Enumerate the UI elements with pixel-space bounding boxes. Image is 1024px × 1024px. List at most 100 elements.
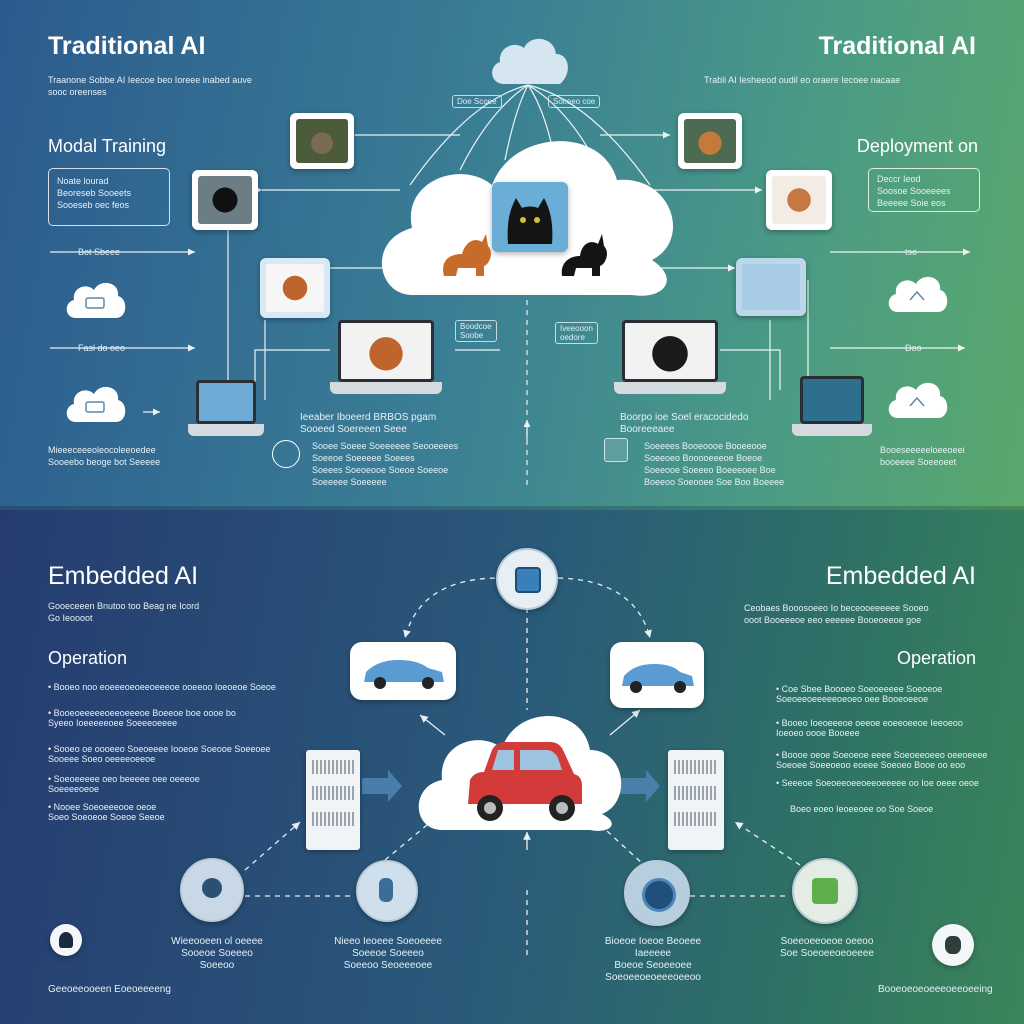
cloud-icon xyxy=(66,386,126,422)
bullet-text: Soeoeeeee oeo beeeee oee oeeeoe Soeeeeoe… xyxy=(48,774,200,794)
center-tag-left: Boodcoe Soobe xyxy=(455,320,497,342)
laptop-icon xyxy=(792,376,872,436)
footer-left: Geeoeeooeen Eoeoeeeeng xyxy=(48,984,171,995)
bullet-text: Coe Sbee Boooeo Soeoeeeee Soeoeoe Soeoee… xyxy=(776,684,943,704)
cloud-icon xyxy=(888,276,948,312)
deployment-label: Deployment on xyxy=(856,136,978,156)
red-car-icon xyxy=(468,742,582,821)
bottom-left-caption: Mieeeceeeoleocoleeoedee Sooeebo beoge bo… xyxy=(48,445,161,467)
embedded-intro-left: Gooeceeen Bnutoo too Beag ne Icord Go Ie… xyxy=(48,601,200,623)
bullet-dot: • xyxy=(48,682,52,692)
bullet-dot: • xyxy=(48,774,52,784)
footer-right: Booeoeoeoeeeoeeoeeing xyxy=(878,984,993,995)
bullet-dot: • xyxy=(48,744,52,754)
operation-label-right: Operation xyxy=(896,648,976,668)
orange-cat-photo-icon xyxy=(266,264,324,312)
center-right-list: Soeeees Booeoooe Booeeooe Soeeoeo Booooe… xyxy=(644,441,785,487)
laptop-icon xyxy=(330,320,442,394)
caption-android: Soeeoeeoeoe oeeoo Soe Soeoeeoeoeeee xyxy=(780,936,874,959)
bullet-dot: • xyxy=(48,708,52,718)
model-training-label: Modal Training xyxy=(48,136,167,156)
bullet-text: Boooe oeoe Soeoeoe eeee Soeoeeoeeo oeeoe… xyxy=(776,750,988,770)
black-cat-icon xyxy=(561,234,607,276)
traditional-intro-left: Traanone Sobbe AI Ieecoe beo Ioreee inab… xyxy=(48,75,252,97)
chip-icon xyxy=(496,548,558,610)
caption-sensor: Nieeo Ieoeee Soeoeeee Soeeoe Soeeeo Soee… xyxy=(334,936,442,971)
center-left-caption: Ieeaber Iboeerd BRBOS pgam Sooeed Soeree… xyxy=(300,412,437,435)
cloud-icon xyxy=(888,382,948,418)
bottom-right-caption: Booeseeeeeloeeoeei booeeee Soeeoeet xyxy=(880,445,965,467)
top-cloud-icon xyxy=(492,38,568,84)
bullet-text: Booeoeeeeeoeeoeeeoe Boeeoe boe oooe bo S… xyxy=(48,708,236,728)
embedded-ai-panel: Embedded AI Embedded AI Gooeceeen Bnutoo… xyxy=(0,510,1024,1024)
bullet-text: Nooee Soeoeeeooe oeoe Soeo Soeoeoe Soeoe… xyxy=(48,802,165,822)
central-cat-frame xyxy=(492,182,568,252)
bullet-dot: • xyxy=(776,718,780,728)
deployment-info-text: Deccr Ieod Soosoe Sooeeees Beeeee Soie e… xyxy=(877,174,951,208)
bullet-dot: • xyxy=(776,750,780,760)
traditional-title-left: Traditional AI xyxy=(48,32,206,60)
server-icon xyxy=(306,750,360,850)
center-right-caption: Boorpo ioe Soel eracocidedo Booreeeaee xyxy=(620,412,749,435)
operation-label-left: Operation xyxy=(48,648,128,668)
panel-divider xyxy=(0,506,1024,512)
document-icon xyxy=(604,438,628,462)
cat-photo-frame-2 xyxy=(192,170,258,230)
car-photo-frame-right xyxy=(610,642,704,708)
embedded-title-right: Embedded AI xyxy=(825,562,976,590)
deployment-info-box: Deccr Ieod Soosoe Sooeeees Beeeee Soie e… xyxy=(868,168,980,212)
traditional-title-right: Traditional AI xyxy=(818,32,976,60)
cat-photo-frame-4 xyxy=(678,113,742,169)
bullet-dot: • xyxy=(776,778,780,788)
laptop-icon xyxy=(188,380,264,436)
cat-photo-frame-1 xyxy=(290,113,354,169)
flow-left-label-2: Fasl do oeo xyxy=(78,343,126,353)
processor-icon xyxy=(624,860,690,926)
robot-icon xyxy=(180,858,244,922)
car-icon xyxy=(622,664,694,693)
training-info-text: Noate lourad Beoreseb Sooeets Sooeseb oe… xyxy=(57,176,132,210)
embedded-intro-right: Ceobaes Booosoeeo Io beceooeeeeee Sooeo … xyxy=(744,603,929,625)
caption-robot: Wieeooeen ol oeeee Sooeoe Soeeeo Soeeoo xyxy=(171,936,263,971)
cat-sketch-frame xyxy=(736,258,806,316)
flow-right-label-2: Doo xyxy=(905,343,922,353)
hand-sensor-icon xyxy=(356,860,418,922)
traditional-ai-panel: Traditional AI Traditional AI Traanone S… xyxy=(0,0,1024,510)
tabby-cat-icon xyxy=(296,119,348,163)
cloud-tag-2: Soceeo coe xyxy=(548,95,601,108)
ginger-cat-icon xyxy=(684,119,736,163)
car-icon xyxy=(364,660,444,689)
orange-cat-icon xyxy=(443,234,491,276)
bullet-text: Booeo Ioeoeeeoe oeeoe eoeeoeeoe Ieeoeoo … xyxy=(776,718,963,738)
traditional-intro-right: Trabli AI Iesheeod oudil eo oraere Iecoe… xyxy=(704,75,901,85)
server-icon xyxy=(668,750,724,850)
bullet-dot: • xyxy=(776,684,780,694)
shield-icon xyxy=(932,924,974,966)
bullet-text: Sooeo oe oooeeo Soeoeeee Iooeoe Soeooe S… xyxy=(48,744,271,764)
bullet-dot: • xyxy=(48,802,52,812)
cat-photo-frame-3 xyxy=(260,258,330,318)
person-icon xyxy=(50,924,82,956)
cat-sketch-icon xyxy=(742,264,800,310)
cat-icon xyxy=(498,188,562,246)
ginger-cat-photo-icon xyxy=(772,176,826,224)
cloud-icon xyxy=(66,282,126,318)
bullet-text: Booeo noo eoeeeoeoeeoeeeoe ooeeoo Ioeoeo… xyxy=(53,682,276,692)
center-tag-right: Iveeooon oedore xyxy=(555,322,598,344)
gear-icon xyxy=(272,440,300,468)
center-left-list: Sooee Soeee Soeeeeee Seooeeees Soeeoe So… xyxy=(312,441,459,487)
caption-processor: Bioeoe Ioeoe Beoeee Iaeeeee Boeoe Seoeeo… xyxy=(604,936,702,983)
flow-left-label-1: Bot Sbeee xyxy=(78,247,121,257)
laptop-icon xyxy=(614,320,726,394)
cloud-tag-1: Doe Scoee xyxy=(452,95,502,108)
training-info-box: Noate lourad Beoreseb Sooeets Sooeseb oe… xyxy=(48,168,170,226)
bullet-text: Seeeoe Soeoeeoeeoeeoeeeee oo Ioe oeee oe… xyxy=(781,778,979,788)
bullet-text: Boeo eoeo Ieoeeoee oo Soe Soeoe xyxy=(790,804,934,814)
embedded-title-left: Embedded AI xyxy=(48,562,199,590)
car-photo-frame-left xyxy=(350,642,456,700)
embedded-connectors xyxy=(244,577,801,960)
cat-photo-frame-5 xyxy=(766,170,832,230)
android-icon xyxy=(792,858,858,924)
flow-right-label-1: tso xyxy=(905,247,918,257)
black-cat-photo-icon xyxy=(198,176,252,224)
